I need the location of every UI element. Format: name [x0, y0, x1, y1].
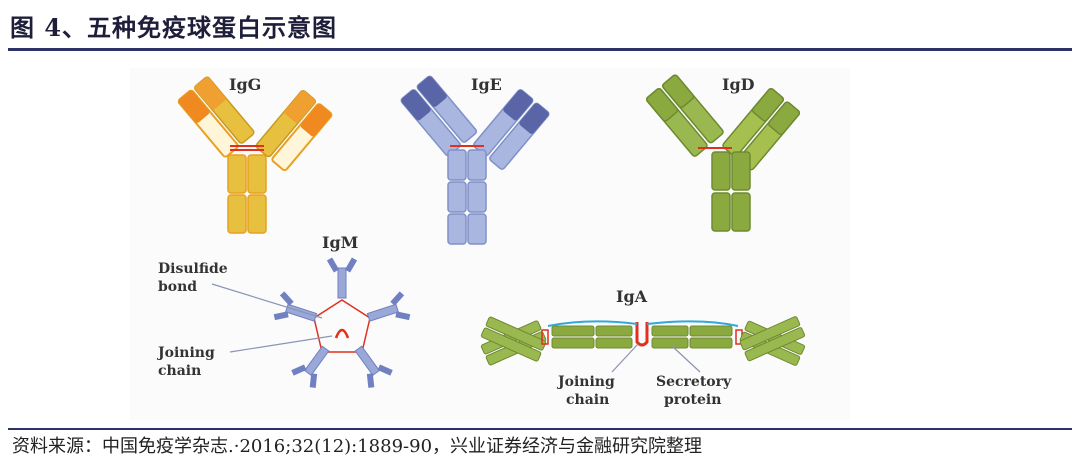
- source-divider: [8, 428, 1072, 430]
- ige-antibody: [400, 75, 550, 245]
- igd-label: IgD: [722, 75, 755, 94]
- igd-antibody: [646, 74, 801, 232]
- igm-joining-label-line2: chain: [158, 363, 201, 379]
- secretory-label-line1: Secretory: [656, 374, 732, 390]
- iga-label: IgA: [616, 287, 648, 306]
- igm-pentamer: [273, 257, 411, 388]
- igm-label: IgM: [322, 233, 358, 252]
- igg-antibody: [177, 76, 333, 234]
- title-divider: [8, 48, 1072, 51]
- disulfide-pointer: [211, 283, 323, 319]
- iga-joining-label-line2: chain: [566, 392, 609, 408]
- disulfide-label-line2: bond: [158, 279, 197, 295]
- igm-joining-pointer: [229, 335, 333, 353]
- iga-joining-label-line1: Joining: [556, 374, 615, 390]
- ige-label: IgE: [471, 75, 502, 94]
- source-note: 资料来源：中国免疫学杂志.·2016;32(12):1889-90，兴业证券经济…: [12, 436, 703, 457]
- igg-label: IgG: [229, 75, 261, 94]
- secretory-label-line2: protein: [664, 392, 721, 408]
- figure-title: 图 4、五种免疫球蛋白示意图: [10, 13, 338, 42]
- igm-joining-label-line1: Joining: [156, 345, 215, 361]
- iga-dimer: [480, 316, 806, 366]
- iga-joining-pointer: [611, 343, 639, 373]
- disulfide-label-line1: Disulfide: [158, 261, 228, 277]
- secretory-pointer: [671, 345, 701, 373]
